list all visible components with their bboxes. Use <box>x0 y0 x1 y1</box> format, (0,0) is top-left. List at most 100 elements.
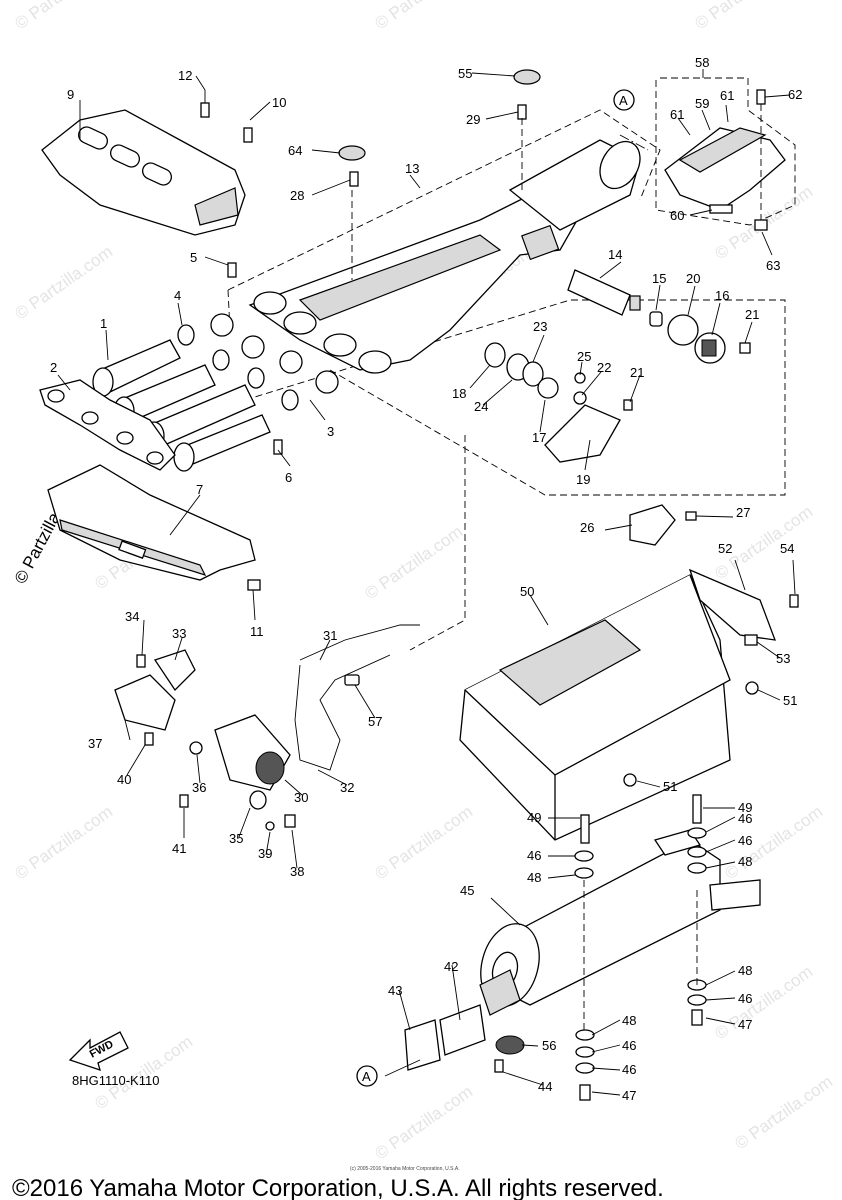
diagram-code: 8HG1110-K110 <box>72 1073 159 1088</box>
callout-50: 50 <box>520 584 534 599</box>
callout-10: 10 <box>272 95 286 110</box>
heat-shield-9 <box>41 109 246 236</box>
callout-40: 40 <box>117 772 131 787</box>
callout-47: 47 <box>622 1088 636 1103</box>
reference-marker-label: A <box>619 93 628 108</box>
callout-labels: 9 12 10 55 29 64 13 28 58 62 59 61 61 60… <box>50 55 802 1103</box>
callout-2: 2 <box>50 360 57 375</box>
callout-64: 64 <box>288 143 302 158</box>
callout-11: 11 <box>250 624 264 639</box>
callout-61: 61 <box>670 107 684 122</box>
callout-56: 56 <box>542 1038 556 1053</box>
callout-39: 39 <box>258 846 272 861</box>
callout-46: 46 <box>622 1062 636 1077</box>
watermark: © Partzilla.com <box>11 802 116 883</box>
callout-19: 19 <box>576 472 590 487</box>
callout-52: 52 <box>718 541 732 556</box>
callout-46: 46 <box>738 991 752 1006</box>
callout-46: 46 <box>738 811 752 826</box>
callout-3: 3 <box>327 424 334 439</box>
fasteners <box>136 69 799 1101</box>
mount-group-17 <box>484 342 676 546</box>
fwd-arrow: FWD <box>68 1031 129 1072</box>
exhaust-manifold-13 <box>248 139 641 374</box>
watermark: © Partzilla.com <box>711 962 816 1043</box>
copyright-footer: ©2016 Yamaha Motor Corporation, U.S.A. A… <box>12 1175 664 1200</box>
callout-48: 48 <box>527 870 541 885</box>
callout-61: 61 <box>720 88 734 103</box>
reference-marker-label: A <box>362 1069 371 1084</box>
callout-48: 48 <box>738 963 752 978</box>
callout-60: 60 <box>670 208 684 223</box>
callout-25: 25 <box>577 349 591 364</box>
valve-assembly-30 <box>114 624 420 831</box>
callout-45: 45 <box>460 883 474 898</box>
small-copyright: (c) 2005-2016 Yamaha Motor Corporation, … <box>350 1166 460 1172</box>
exhaust-bracket-50 <box>459 568 776 841</box>
callout-20: 20 <box>686 271 700 286</box>
watermark: © Partzilla.com <box>361 522 466 603</box>
callout-9: 9 <box>67 87 74 102</box>
callout-16: 16 <box>715 288 729 303</box>
callout-53: 53 <box>776 651 790 666</box>
callout-34: 34 <box>125 609 139 624</box>
watermark: © Partzilla.com <box>11 242 116 323</box>
bellows-1 <box>92 339 181 397</box>
sensor-group-14 <box>567 269 726 364</box>
callout-38: 38 <box>290 864 304 879</box>
callout-27: 27 <box>736 505 750 520</box>
callout-51: 51 <box>663 779 677 794</box>
callout-7: 7 <box>196 482 203 497</box>
watermark: © Partzilla.com <box>371 1082 476 1163</box>
callout-49: 49 <box>738 800 752 815</box>
callout-5: 5 <box>190 250 197 265</box>
muffler-45 <box>404 829 761 1071</box>
callout-32: 32 <box>340 780 354 795</box>
exhaust-bellows-group <box>39 324 299 472</box>
callout-51: 51 <box>783 693 797 708</box>
callout-35: 35 <box>229 831 243 846</box>
callout-58: 58 <box>695 55 709 70</box>
watermark: © Partzilla.com <box>371 0 476 33</box>
callout-55: 55 <box>458 66 472 81</box>
callout-18: 18 <box>452 386 466 401</box>
callout-17: 17 <box>532 430 546 445</box>
callout-21: 21 <box>745 307 759 322</box>
reference-marker-a-bottom: A <box>356 1065 378 1087</box>
callout-31: 31 <box>323 628 337 643</box>
callout-41: 41 <box>172 841 186 856</box>
heat-shield-7 <box>47 464 256 581</box>
heat-shield-58 <box>664 127 786 231</box>
callout-6: 6 <box>285 470 292 485</box>
callout-47: 47 <box>738 1017 752 1032</box>
callout-37: 37 <box>88 736 102 751</box>
callout-49: 49 <box>527 810 541 825</box>
callout-23: 23 <box>533 319 547 334</box>
callout-33: 33 <box>172 626 186 641</box>
leader-lines <box>57 69 796 1096</box>
callout-42: 42 <box>444 959 458 974</box>
callout-13: 13 <box>405 161 419 176</box>
callout-26: 26 <box>580 520 594 535</box>
clamps-3 <box>210 313 339 394</box>
callout-28: 28 <box>290 188 304 203</box>
callout-15: 15 <box>652 271 666 286</box>
callout-59: 59 <box>695 96 709 111</box>
bellows-4 <box>173 414 271 472</box>
callout-1: 1 <box>100 316 107 331</box>
callout-48: 48 <box>738 854 752 869</box>
watermark: © Partzilla.com <box>11 0 116 33</box>
callout-48: 48 <box>622 1013 636 1028</box>
callout-46: 46 <box>527 848 541 863</box>
callout-43: 43 <box>388 983 402 998</box>
reference-marker-a-top: A <box>613 89 635 111</box>
callout-22: 22 <box>597 360 611 375</box>
callout-29: 29 <box>466 112 480 127</box>
watermark: © Partzilla.com <box>731 1072 836 1153</box>
callout-24: 24 <box>474 399 488 414</box>
callout-12: 12 <box>178 68 192 83</box>
callout-30: 30 <box>294 790 308 805</box>
watermark: © Partzilla.com <box>691 0 796 33</box>
callout-54: 54 <box>780 541 794 556</box>
